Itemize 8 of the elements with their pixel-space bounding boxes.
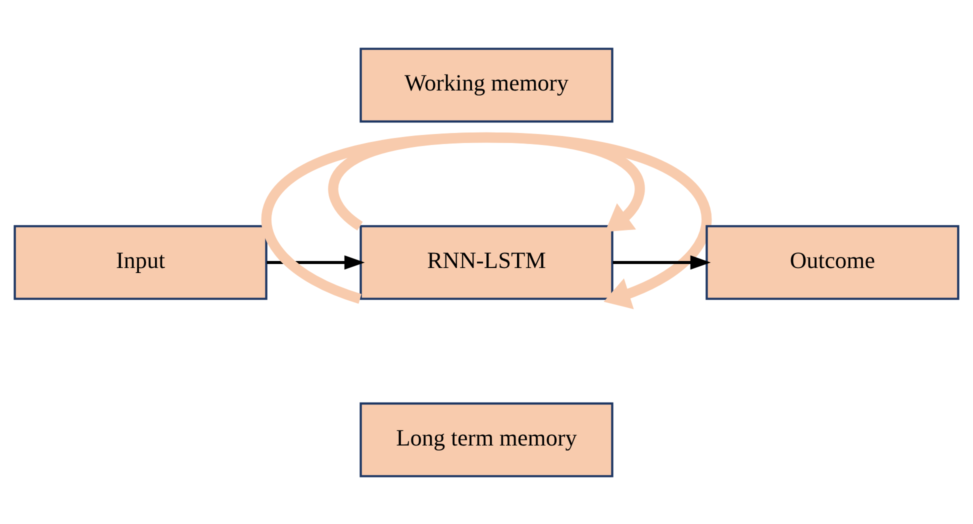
- node-box: Outcome: [706, 224, 960, 300]
- node-box: Working memory: [360, 47, 614, 122]
- arrow: [612, 254, 711, 270]
- node-box: Long term memory: [360, 402, 614, 477]
- node-box: Input: [14, 224, 268, 300]
- node-box: RNN-LSTM: [360, 224, 614, 300]
- arrow: [262, 132, 712, 309]
- arrow: [266, 254, 365, 270]
